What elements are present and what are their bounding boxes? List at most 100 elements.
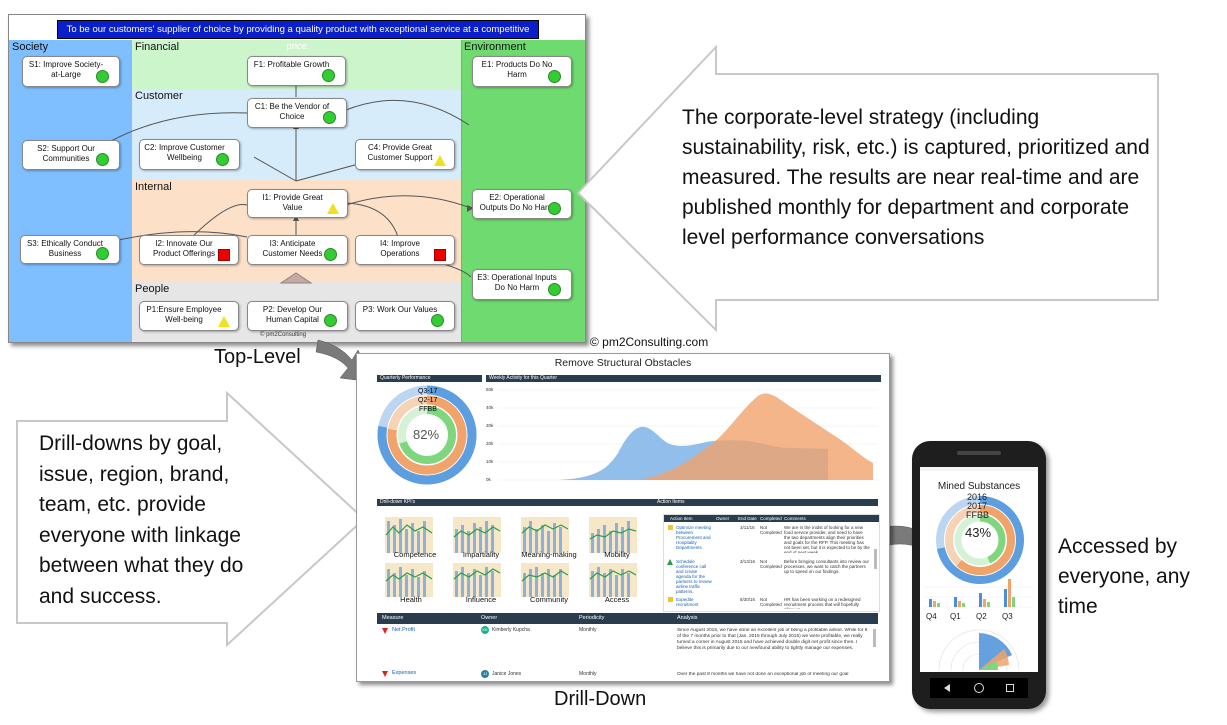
node-p2-label: P2: Develop Our Human Capital (262, 305, 323, 324)
kpi-label[interactable]: Access (604, 595, 630, 604)
action-comment: HR has been working on a redesigned recr… (784, 597, 861, 609)
phone-nav-bar (930, 678, 1028, 698)
node-i4-label: I4: Improve Operations (379, 239, 420, 258)
lane-label-financial: Financial (135, 41, 180, 53)
status-green-icon (96, 153, 109, 166)
phone-bar-label: Q2 (976, 612, 987, 621)
phone-ring-label-3: FFBB (966, 510, 990, 520)
kpi-label[interactable]: Mobility (604, 550, 630, 559)
node-p1[interactable]: P1:Ensure Employee Well-being (139, 301, 239, 331)
measure-period: Monthly (579, 671, 597, 677)
action-item-link[interactable]: Schedule conference call and create agen… (676, 559, 712, 594)
phone-bar-chart (924, 579, 1034, 608)
node-f1[interactable]: F1: Profitable Growth (247, 56, 346, 86)
node-c4[interactable]: C4: Provide Great Customer Support (355, 139, 455, 170)
kpi-label[interactable]: Community (530, 595, 568, 604)
drill-down-dashboard: Remove Structural Obstacles Quarterly Pe… (356, 353, 890, 682)
status-warning-icon (327, 203, 339, 214)
phone-ring-label-1: 2016 (967, 492, 988, 502)
recents-icon[interactable] (1006, 684, 1014, 692)
table-scrollbar[interactable] (874, 549, 877, 569)
node-e3-label: E3: Operational Inputs Do No Harm (477, 273, 557, 292)
home-icon[interactable] (974, 683, 984, 693)
y-tick: 20k (486, 441, 494, 446)
node-e2[interactable]: E2: Operational Outputs Do No Harm (472, 189, 572, 219)
status-red-icon (218, 249, 230, 261)
table-scrollbar[interactable] (873, 629, 876, 647)
kpi-label[interactable]: Influence (465, 595, 497, 604)
ring-label-2: Q2-17 (418, 397, 438, 404)
node-i4[interactable]: I4: Improve Operations (355, 235, 455, 265)
node-c2-label: C2: Improve Customer Wellbeing (144, 143, 225, 162)
back-icon[interactable] (944, 684, 950, 692)
node-e1[interactable]: E1: Products Do No Harm (472, 56, 572, 87)
kpi-header: Drill-down KPI's (377, 499, 654, 506)
quarterly-header: Quarterly Performance (377, 375, 482, 382)
measure-owner: Janice Jones (492, 671, 522, 677)
kpi-spark-5 (385, 563, 433, 597)
measure-link[interactable]: Net Profit (392, 627, 415, 633)
node-c1[interactable]: C1: Be the Vendor of Choice (247, 98, 347, 128)
measure-analysis: Over the past 8 months we have not done … (677, 672, 849, 677)
phone-bar-label: Q1 (950, 612, 961, 621)
action-date: 3/13/16 (740, 559, 756, 564)
phone-bar-label: Q3 (1002, 612, 1013, 621)
node-p1-label: P1:Ensure Employee Well-being (146, 305, 222, 324)
drill-down-label: Drill-Down (554, 688, 647, 710)
node-p3[interactable]: P3: Work Our Values (355, 301, 455, 331)
lane-label-society: Society (12, 41, 49, 53)
node-e3[interactable]: E3: Operational Inputs Do No Harm (472, 269, 572, 300)
y-tick: 30k (486, 423, 494, 428)
kpi-sparklines (385, 517, 637, 597)
status-green-icon (96, 70, 109, 83)
node-i1[interactable]: I1: Provide Great Value (247, 189, 348, 218)
node-p2[interactable]: P2: Develop Our Human Capital (247, 301, 348, 331)
action-status: Not Completed (760, 597, 782, 607)
node-c2[interactable]: C2: Improve Customer Wellbeing (139, 139, 240, 170)
owner-avatar: JJ (481, 670, 489, 678)
drilldown-callout-arrow (16, 390, 366, 648)
node-s1[interactable]: S1: Improve Society-at-Large (22, 56, 120, 87)
node-i3[interactable]: I3: Anticipate Customer Needs (247, 235, 348, 265)
action-comment: We are in the midst of looking for a new… (784, 525, 870, 553)
measure-link[interactable]: Expenses (392, 670, 417, 676)
col-owner: Owner (481, 615, 498, 621)
status-green-icon (324, 248, 337, 261)
node-e1-label: E1: Products Do No Harm (481, 60, 553, 79)
node-s3[interactable]: S3: Ethically Conduct Business (20, 235, 120, 264)
node-e2-label: E2: Operational Outputs Do No Harm (479, 193, 555, 212)
node-c4-label: C4: Provide Great Customer Support (367, 143, 433, 162)
priority-yellow-icon (668, 597, 673, 602)
trend-down-icon (382, 628, 388, 634)
trend-down-icon (382, 671, 388, 677)
node-i2[interactable]: I2: Innovate Our Product Offerings (139, 235, 239, 265)
col-end-date: End Date (738, 516, 757, 521)
node-f1-label: F1: Profitable Growth (253, 60, 330, 69)
col-analysis: Analysis (677, 615, 698, 621)
weekly-header: Weekly Activity for this Quarter (486, 375, 881, 382)
priority-yellow-icon (668, 525, 673, 530)
kpi-label[interactable]: Meaning-making (521, 550, 577, 559)
status-red-icon (434, 249, 446, 261)
node-s2[interactable]: S2: Support Our Communities (22, 140, 120, 170)
status-green-icon (322, 69, 335, 82)
action-date: 8/30/16 (740, 597, 756, 602)
action-item-link[interactable]: Optimize meeting between Procurement and… (676, 525, 712, 550)
status-warning-icon (434, 155, 446, 166)
kpi-label[interactable]: Competence (393, 550, 437, 559)
status-green-icon (216, 153, 229, 166)
node-c1-label: C1: Be the Vendor of Choice (254, 102, 330, 121)
kpi-spark-2 (453, 517, 501, 553)
node-s2-label: S2: Support Our Communities (37, 144, 95, 163)
kpi-label[interactable]: Health (400, 595, 422, 604)
measure-owner: Kimberly Kupcha (492, 627, 530, 633)
node-i1-label: I1: Provide Great Value (262, 193, 323, 212)
kpi-label[interactable]: Impartiality (462, 550, 500, 559)
y-tick: 10k (486, 459, 494, 464)
weekly-area-chart: 50k 40k 30k 20k 10k 0k (486, 383, 881, 488)
kpi-spark-8 (589, 563, 637, 597)
action-item-link[interactable]: Expedite recruitment (676, 597, 699, 607)
y-tick: 50k (486, 387, 494, 392)
kpi-spark-3 (521, 517, 569, 553)
